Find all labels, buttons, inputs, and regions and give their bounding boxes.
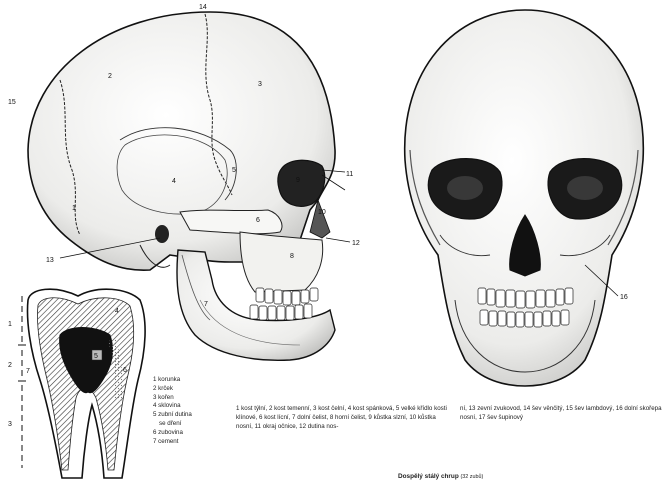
label-tooth-1: 1 <box>8 321 12 328</box>
tooth-legend-item: 6 zubovina <box>153 429 233 438</box>
label-frontal-16: 16 <box>620 294 628 301</box>
label-lateral-6: 6 <box>256 217 260 224</box>
label-lateral-11: 11 <box>346 171 353 178</box>
tooth-legend-item: 3 kořen <box>153 394 233 403</box>
zygomatic-arch <box>180 210 282 234</box>
tooth-section: 1 2 3 4 5 6 7 <box>8 289 145 478</box>
label-lateral-10: 10 <box>318 209 326 216</box>
plate-title-text: Dospělý stálý chrup <box>398 473 459 480</box>
label-lateral-5: 5 <box>232 167 236 174</box>
label-tooth-6: 6 <box>123 367 127 374</box>
tooth-legend-item: se dření <box>153 420 233 429</box>
maxilla <box>240 232 323 292</box>
tooth-legend-item: 7 cement <box>153 438 233 447</box>
plate-title-note: (32 zubů) <box>461 474 484 480</box>
skull-caption-right: ní, 13 zevní zvukovod, 14 šev věnčitý, 1… <box>460 405 665 423</box>
label-lateral-7: 7 <box>204 301 208 308</box>
label-lateral-8: 8 <box>290 253 294 260</box>
tooth-legend: 1 korunka 2 krček 3 kořen 4 sklovina 5 z… <box>153 376 233 446</box>
label-lateral-2: 2 <box>108 73 112 80</box>
label-tooth-3: 3 <box>8 421 12 428</box>
label-tooth-4: 4 <box>115 308 119 315</box>
label-lateral-13: 13 <box>46 257 54 264</box>
label-lateral-12: 12 <box>352 240 360 247</box>
label-lateral-1: 1 <box>72 205 76 212</box>
label-lateral-4: 4 <box>172 178 176 185</box>
lateral-cranium <box>28 12 335 270</box>
label-lateral-9: 9 <box>296 177 300 184</box>
lateral-lower-teeth <box>250 304 312 320</box>
tooth-legend-item: 5 zubní dutina <box>153 411 233 420</box>
label-lateral-14: 14 <box>199 4 207 11</box>
tooth-legend-item: 2 krček <box>153 385 233 394</box>
label-tooth-2: 2 <box>8 362 12 369</box>
tooth-bracket <box>18 296 26 468</box>
tooth-legend-item: 4 sklovina <box>153 402 233 411</box>
tooth-legend-item: 1 korunka <box>153 376 233 385</box>
ear-canal <box>155 225 169 243</box>
label-lateral-15: 15 <box>8 99 16 106</box>
label-tooth-7: 7 <box>26 368 30 375</box>
label-lateral-3: 3 <box>258 81 262 88</box>
plate-title: Dospělý stálý chrup (32 zubů) <box>398 473 483 480</box>
label-tooth-5: 5 <box>94 353 98 360</box>
skull-caption-left: 1 kost týlní, 2 kost temenní, 3 kost čel… <box>236 405 451 431</box>
frontal-skull: 16 <box>405 10 644 386</box>
